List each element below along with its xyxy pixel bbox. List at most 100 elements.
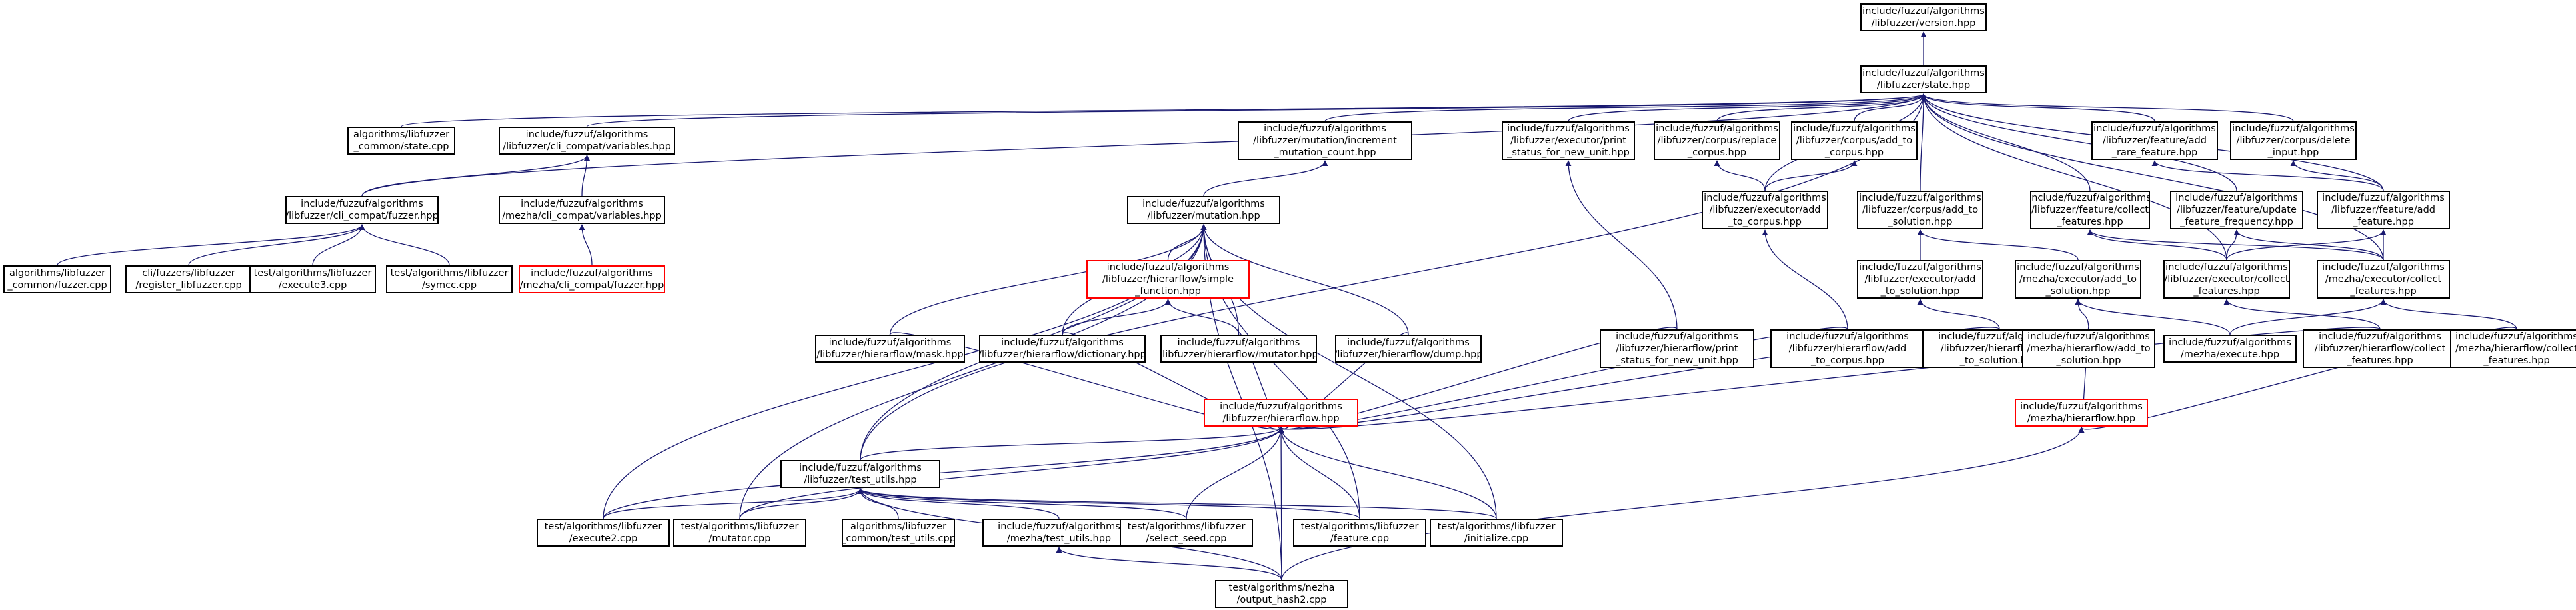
edge-feature_collect-to-state <box>1920 93 2091 191</box>
node-executor-collect-features-hpp[interactable]: include/fuzzuf/algorithms/libfuzzer/exec… <box>2163 260 2290 299</box>
edge-output_hash2-to-mezha_hierarflow <box>1281 427 2085 581</box>
node-hierarflow-dictionary-hpp[interactable]: include/fuzzuf/algorithms/libfuzzer/hier… <box>979 335 1146 363</box>
edge-exec_print-to-state <box>1568 93 1927 122</box>
node-common-test-utils-cpp[interactable]: algorithms/libfuzzer_common/test_utils.c… <box>842 519 955 547</box>
node-executor-add-to-corpus-hpp[interactable]: include/fuzzuf/algorithms/libfuzzer/exec… <box>1702 191 1828 229</box>
node-hierarflow-hpp[interactable]: include/fuzzuf/algorithms/libfuzzer/hier… <box>1204 399 1358 427</box>
edge-mezha_cli_fuzzer-to-mezha_cli_variables <box>579 224 593 266</box>
node-mezha-hierarflow-collect-features-hpp[interactable]: include/fuzzuf/algorithms/mezha/hierarfl… <box>2450 329 2576 368</box>
edge-hf_add_to_solution-to-executor_add_to_solution <box>1917 299 2000 330</box>
edge-mezha_hf_add_to_solution-to-mezha_executor_add_to_solution <box>2075 299 2089 330</box>
edge-add_rare-to-state <box>1920 93 2155 122</box>
edge-mezha_hf_collect-to-mezha_executor_collect <box>2380 299 2517 330</box>
node-version-hpp: include/fuzzuf/algorithms/libfuzzer/vers… <box>1860 3 1987 31</box>
node-feature-add-rare-feature-hpp[interactable]: include/fuzzuf/algorithms/libfuzzer/feat… <box>2091 121 2218 160</box>
node-mutation-hpp[interactable]: include/fuzzuf/algorithms/libfuzzer/muta… <box>1127 196 1280 224</box>
node-mezha-hierarflow-hpp[interactable]: include/fuzzuf/algorithms/mezha/hierarfl… <box>2015 399 2148 427</box>
node-execute3-cpp[interactable]: test/algorithms/libfuzzer/execute3.cpp <box>249 265 376 293</box>
edge-test_initialize-to-test_utils <box>857 488 1497 519</box>
node-feature-update-feature-frequency-hpp[interactable]: include/fuzzuf/algorithms/libfuzzer/feat… <box>2170 191 2303 229</box>
edge-corpus_delete-to-state <box>1920 93 2294 122</box>
edge-select_seed-to-hierarflow <box>1186 427 1284 519</box>
node-cli-compat-variables-hpp[interactable]: include/fuzzuf/algorithms/libfuzzer/cli_… <box>499 127 675 155</box>
edge-output_hash2-to-hierarflow <box>1278 427 1284 581</box>
edge-mezha_executor_collect-to-state <box>1920 93 2384 261</box>
edge-register_libfuzzer-to-cli_fuzzer <box>188 224 365 266</box>
edge-corpus_add_to_solution-to-state <box>1920 93 1927 191</box>
node-common-state-cpp[interactable]: algorithms/libfuzzer_common/state.cpp <box>347 127 455 155</box>
edge-execute3-to-cli_fuzzer <box>312 224 365 266</box>
edge-corpus_add_to_corpus-to-state <box>1854 93 1927 122</box>
edge-hf_collect-to-executor_collect <box>2223 299 2381 330</box>
node-hierarflow-dump-hpp[interactable]: include/fuzzuf/algorithms/libfuzzer/hier… <box>1335 335 1482 363</box>
node-hierarflow-mask-hpp[interactable]: include/fuzzuf/algorithms/libfuzzer/hier… <box>815 335 965 363</box>
node-test-initialize-cpp[interactable]: test/algorithms/libfuzzer/initialize.cpp <box>1430 519 1563 547</box>
node-executor-print-status-hpp[interactable]: include/fuzzuf/algorithms/libfuzzer/exec… <box>1502 121 1635 160</box>
node-state-hpp[interactable]: include/fuzzuf/algorithms/libfuzzer/stat… <box>1860 65 1987 93</box>
edge-execute2-to-hierarflow <box>603 427 1284 519</box>
node-hierarflow-add-to-corpus-hpp[interactable]: include/fuzzuf/algorithms/libfuzzer/hier… <box>1770 329 1925 368</box>
node-hierarflow-simple-function-hpp[interactable]: include/fuzzuf/algorithms/libfuzzer/hier… <box>1086 260 1250 299</box>
node-mezha-executor-add-to-solution-hpp[interactable]: include/fuzzuf/algorithms/mezha/executor… <box>2015 260 2141 299</box>
node-execute2-cpp[interactable]: test/algorithms/libfuzzer/execute2.cpp <box>537 519 670 547</box>
node-mezha-hierarflow-add-to-solution-hpp[interactable]: include/fuzzuf/algorithms/mezha/hierarfl… <box>2022 329 2155 368</box>
edge-test_utils-to-hierarflow <box>860 427 1284 461</box>
edge-hf_add_to_corpus-to-executor_add_to_corpus <box>1762 229 1848 330</box>
edge-mezha_executor_collect-to-feature_update <box>2233 229 2384 261</box>
node-symcc-cpp[interactable]: test/algorithms/libfuzzer/symcc.cpp <box>386 265 513 293</box>
node-mezha-cli-compat-variables-hpp[interactable]: include/fuzzuf/algorithms/mezha/cli_comp… <box>499 196 665 224</box>
node-mezha-test-utils-hpp[interactable]: include/fuzzuf/algorithms/mezha/test_uti… <box>982 519 1136 547</box>
node-output-hash2-cpp[interactable]: test/algorithms/nezha/output_hash2.cpp <box>1215 580 1348 608</box>
edge-hf_mutator-to-simple_function <box>1165 299 1240 335</box>
edge-increment-to-state <box>1324 93 1927 122</box>
node-feature-add-feature-hpp[interactable]: include/fuzzuf/algorithms/libfuzzer/feat… <box>2317 191 2450 229</box>
edge-executor_collect-to-feature_update <box>2226 229 2240 261</box>
edge-feature_add-to-corpus_delete <box>2290 160 2384 191</box>
node-register-libfuzzer-cpp[interactable]: cli/fuzzers/libfuzzer/register_libfuzzer… <box>125 265 252 293</box>
edge-executor_collect-to-feature_add <box>2226 229 2387 261</box>
edge-mezha_executor_add_to_solution-to-corpus_add_to_solution <box>1917 229 2079 261</box>
node-hierarflow-print-status-hpp[interactable]: include/fuzzuf/algorithms/libfuzzer/hier… <box>1600 329 1754 368</box>
node-executor-add-to-solution-hpp[interactable]: include/fuzzuf/algorithms/libfuzzer/exec… <box>1857 260 1983 299</box>
node-cli-compat-fuzzer-hpp[interactable]: include/fuzzuf/algorithms/libfuzzer/cli_… <box>285 196 439 224</box>
edge-mutation-to-increment <box>1203 160 1328 197</box>
node-mezha-execute-hpp[interactable]: include/fuzzuf/algorithms/mezha/execute.… <box>2163 335 2297 363</box>
node-increment-mutation-count-hpp[interactable]: include/fuzzuf/algorithms/libfuzzer/muta… <box>1238 121 1412 160</box>
node-test-utils-hpp[interactable]: include/fuzzuf/algorithms/libfuzzer/test… <box>780 460 940 488</box>
node-corpus-add-to-corpus-hpp[interactable]: include/fuzzuf/algorithms/libfuzzer/corp… <box>1791 121 1918 160</box>
edge-mezha_test_utils-to-test_utils <box>857 488 1060 519</box>
node-hierarflow-collect-features-hpp[interactable]: include/fuzzuf/algorithms/libfuzzer/hier… <box>2303 329 2457 368</box>
edge-symcc-to-cli_fuzzer <box>359 224 450 266</box>
node-select-seed-cpp[interactable]: test/algorithms/libfuzzer/select_seed.cp… <box>1120 519 1253 547</box>
edge-mezha_cli_variables-to-cli_variables <box>581 155 590 197</box>
edge-test_initialize-to-hierarflow <box>1278 427 1497 519</box>
edge-test_feature-to-test_utils <box>857 488 1360 519</box>
edge-select_seed-to-test_utils <box>857 488 1187 519</box>
node-mezha-executor-collect-features-hpp[interactable]: include/fuzzuf/algorithms/mezha/executor… <box>2317 260 2450 299</box>
node-test-mutator-cpp[interactable]: test/algorithms/libfuzzer/mutator.cpp <box>673 519 806 547</box>
edge-test_feature-to-hierarflow <box>1278 427 1360 519</box>
edge-common_test_utils-to-test_utils <box>857 488 899 519</box>
edge-hf_print-to-exec_print <box>1565 160 1678 330</box>
edge-cli_fuzzer-to-cli_variables <box>361 155 590 197</box>
edge-executor_collect-to-feature_collect <box>2087 229 2227 261</box>
node-corpus-replace-corpus-hpp[interactable]: include/fuzzuf/algorithms/libfuzzer/corp… <box>1654 121 1780 160</box>
edge-feature_add-to-add_rare <box>2151 160 2384 191</box>
node-feature-collect-features-hpp[interactable]: include/fuzzuf/algorithms/libfuzzer/feat… <box>2030 191 2150 229</box>
node-test-feature-cpp[interactable]: test/algorithms/libfuzzer/feature.cpp <box>1293 519 1426 547</box>
edge-hf_dictionary-to-simple_function <box>1062 299 1171 335</box>
edge-executor_add_to_corpus-to-corpus_add_to_corpus <box>1764 160 1858 191</box>
edge-executor_add_to_corpus-to-corpus_replace <box>1714 160 1766 191</box>
node-corpus-delete-input-hpp[interactable]: include/fuzzuf/algorithms/libfuzzer/corp… <box>2230 121 2357 160</box>
node-common-fuzzer-cpp[interactable]: algorithms/libfuzzer_common/fuzzer.cpp <box>3 265 111 293</box>
node-hierarflow-mutator-hpp[interactable]: include/fuzzuf/algorithms/libfuzzer/hier… <box>1160 335 1317 363</box>
edge-executor_collect-to-state <box>1920 93 2227 261</box>
node-corpus-add-to-solution-hpp[interactable]: include/fuzzuf/algorithms/libfuzzer/corp… <box>1857 191 1983 229</box>
edge-corpus_replace-to-state <box>1716 93 1927 122</box>
edge-common_fuzzer-to-cli_fuzzer <box>57 224 365 266</box>
node-mezha-cli-compat-fuzzer-hpp[interactable]: include/fuzzuf/algorithms/mezha/cli_comp… <box>519 265 665 293</box>
edge-simple_function-to-mutation <box>1167 224 1207 261</box>
edge-output_hash2-to-mezha_test_utils <box>1056 547 1282 581</box>
